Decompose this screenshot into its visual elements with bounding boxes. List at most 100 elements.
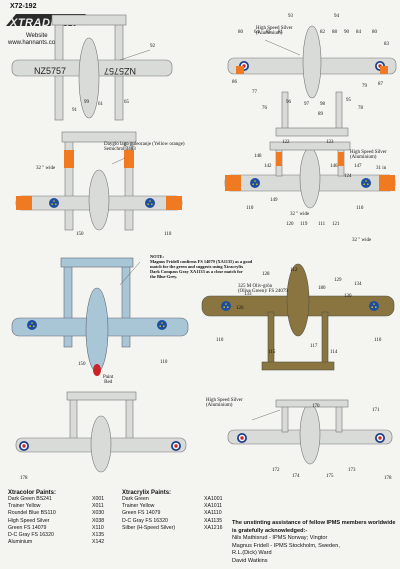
acknowledgement: The unstinting assistance of fellow IPMS… bbox=[232, 520, 396, 565]
aircraft-swedish-trainer-top bbox=[15, 131, 183, 231]
part-number: 81 bbox=[278, 30, 283, 35]
part-number: 80 bbox=[238, 30, 243, 35]
paint-code: XA1216 bbox=[204, 524, 223, 531]
part-number: 173 bbox=[348, 468, 356, 473]
part-number: 178 bbox=[384, 476, 392, 481]
part-number: 134 bbox=[354, 282, 362, 287]
paint-code: X135 bbox=[92, 532, 105, 539]
part-number: 128 bbox=[262, 272, 270, 277]
paint-code: X110 bbox=[92, 524, 104, 531]
part-number: 120 bbox=[286, 222, 294, 227]
part-number: 129 bbox=[334, 278, 342, 283]
paint-code: XA1001 bbox=[204, 496, 223, 502]
callout-note: NOTE: Magnus Fridell confirms FS 14079 (… bbox=[150, 254, 253, 280]
part-number: 87 bbox=[378, 82, 383, 87]
callout-31-in: 31 in bbox=[376, 166, 387, 171]
part-number: 97 bbox=[304, 102, 309, 107]
part-number: 77 bbox=[252, 90, 257, 95]
paint-name: Dark Green bbox=[122, 496, 149, 502]
aircraft-french-top bbox=[15, 391, 187, 473]
part-number: 88 bbox=[332, 30, 337, 35]
part-number: 150 bbox=[76, 232, 84, 237]
part-number: 174 bbox=[292, 474, 300, 479]
paint-row: Green FS 14079 X110 bbox=[8, 525, 123, 532]
part-number: 133 bbox=[244, 292, 252, 297]
part-number: 79 bbox=[362, 84, 367, 89]
part-number: 95 bbox=[346, 98, 351, 103]
aircraft-nz-bottom bbox=[227, 25, 397, 137]
website-url: www.hannants.co.uk bbox=[8, 40, 64, 46]
part-number: 130 bbox=[344, 294, 352, 299]
ack-name: Magnus Fridell - IPMS Stockholm, Sweden, bbox=[232, 542, 340, 549]
paint-row: Silber (H-Speed Silver) XA1216 bbox=[122, 525, 240, 532]
part-number: 123 bbox=[326, 140, 334, 145]
website-label: Website bbox=[26, 33, 48, 39]
part-number: 94 bbox=[334, 14, 339, 19]
serial-right: NZ5757 bbox=[104, 66, 136, 76]
ack-line-1: The unstinting assistance of fellow IPMS… bbox=[232, 520, 396, 526]
paint-row: Dark Green XA1001 bbox=[122, 496, 240, 503]
paint-name: Silber (H-Speed Silver) bbox=[122, 524, 176, 531]
paint-code: XA1011 bbox=[204, 503, 223, 510]
ack-name: R.L.(Dick) Ward bbox=[232, 550, 272, 556]
part-number: 89 bbox=[318, 112, 323, 117]
aircraft-nz-top: NZ5757 NZ5757 bbox=[11, 14, 173, 121]
part-number: 85 bbox=[266, 30, 271, 35]
xtracrylix-list: Dark Green XA1001 Trainer Yellow XA1011 Gr… bbox=[122, 496, 240, 532]
part-number: 99 bbox=[84, 100, 89, 105]
paint-code: XA1110 bbox=[204, 510, 222, 517]
part-number: 114 bbox=[330, 350, 338, 355]
part-number: 175 bbox=[326, 474, 334, 479]
part-number: 65 bbox=[124, 100, 129, 105]
part-number: 96 bbox=[286, 100, 291, 105]
part-number: 93 bbox=[288, 14, 293, 19]
part-number: 90 bbox=[344, 30, 349, 35]
aircraft-swedish-trainer-bottom bbox=[224, 141, 396, 209]
part-number: 121 bbox=[332, 222, 340, 227]
part-number: 86 bbox=[232, 80, 237, 85]
paint-code: X011 bbox=[92, 503, 104, 510]
callout-silver-1: High Speed Silver (Aluminium) bbox=[256, 26, 293, 36]
serial-left: NZ5757 bbox=[34, 66, 66, 76]
part-number: 148 bbox=[254, 154, 262, 159]
part-number: 142 bbox=[264, 164, 272, 169]
paint-name: Trainer Yellow bbox=[8, 503, 41, 510]
callout-olive-green: 325 M Oliv-grön (Olive Green)/ FS 24079 bbox=[238, 284, 288, 294]
callout-silver-2: High Speed Silver (Aluminium) bbox=[350, 150, 387, 160]
part-number: 82 bbox=[320, 30, 325, 35]
ack-name: David Watkins bbox=[232, 557, 268, 564]
part-number: 146 bbox=[330, 164, 338, 169]
aircraft-blue-grey bbox=[11, 257, 189, 376]
part-number: 110 bbox=[160, 360, 168, 365]
paint-name: Green FS 14079 bbox=[8, 524, 47, 531]
part-number: 112 bbox=[290, 268, 298, 273]
part-number: 117 bbox=[310, 344, 318, 349]
part-number: 178 bbox=[20, 476, 28, 481]
part-number: 150 bbox=[78, 362, 86, 367]
part-number: 110 bbox=[216, 338, 224, 343]
part-number: 149 bbox=[270, 198, 278, 203]
paint-name: Trainer Yellow bbox=[122, 503, 155, 510]
part-number: 64 bbox=[254, 30, 259, 35]
callout-32-wide-c: 32 " wide bbox=[352, 238, 372, 243]
paint-name: Roundel Blue BS110 bbox=[8, 510, 56, 517]
part-number: 78 bbox=[358, 106, 363, 111]
callout-32-wide-b: 32 " wide bbox=[290, 212, 310, 217]
part-number: 111 bbox=[318, 222, 326, 227]
paint-name: Aluminium bbox=[8, 539, 33, 546]
part-number: 110 bbox=[164, 232, 172, 237]
paint-name: High Speed Silver bbox=[8, 517, 50, 524]
callout-32-wide: 32 " wide bbox=[36, 166, 56, 171]
aircraft-artwork: NZ5757 NZ5757 bbox=[11, 14, 397, 473]
paint-name: Dark Green BS241 bbox=[8, 496, 52, 502]
